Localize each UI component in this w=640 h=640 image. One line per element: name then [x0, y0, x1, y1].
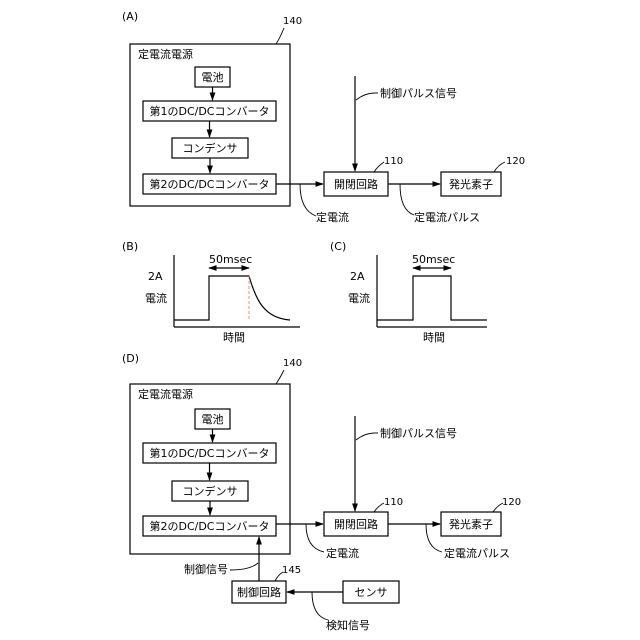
- control-signal-label: 制御信号: [184, 562, 228, 576]
- ref-120-d: 120: [502, 497, 521, 508]
- detect-signal-leader: [312, 592, 328, 620]
- dcdc2-label: 第2のDC/DCコンバータ: [149, 177, 269, 191]
- ref-140-leader: [276, 28, 284, 44]
- panel-label-c: (C): [330, 240, 346, 253]
- constant-current-label-d: 定電流: [326, 546, 359, 560]
- switch-label-d: 開閉回路: [334, 518, 378, 531]
- ref-110-d: 110: [384, 497, 403, 508]
- ref-145: 145: [282, 565, 301, 576]
- sensor-label: センサ: [355, 586, 388, 599]
- panel-label-a: (A): [122, 10, 138, 23]
- switch-label: 開閉回路: [334, 178, 378, 191]
- b-xlabel: 時間: [223, 331, 245, 344]
- pulse-current-leader-d: [426, 524, 442, 552]
- b-duration-label: 50msec: [209, 253, 252, 266]
- ref-110: 110: [384, 156, 403, 167]
- ref-110-leader: [374, 162, 384, 172]
- battery-label-d: 電池: [202, 413, 224, 426]
- b-ylabel: 電流: [145, 291, 167, 305]
- panel-label-b: (B): [122, 240, 138, 253]
- battery-label: 電池: [202, 71, 224, 84]
- constant-current-label: 定電流: [316, 210, 349, 224]
- power-supply-label-d: 定電流電源: [138, 387, 193, 401]
- pulse-current-leader: [400, 184, 414, 215]
- panel-b: (B) 2A 電流 時間 50msec: [122, 240, 300, 344]
- c-ylabel: 電流: [348, 291, 370, 305]
- ref-110-leader-d: [374, 503, 384, 512]
- b-ytick-2a: 2A: [148, 270, 163, 283]
- pulse-signal-label: 制御パルス信号: [380, 86, 457, 100]
- ref-140: 140: [283, 16, 302, 27]
- pulse-signal-label-d: 制御パルス信号: [380, 426, 457, 440]
- dcdc1-label-d: 第1のDC/DCコンバータ: [149, 446, 269, 460]
- emitter-label: 発光素子: [449, 177, 493, 191]
- ref-120-leader: [494, 162, 505, 172]
- panel-a: (A) 定電流電源 140 電池 第1のDC/DCコンバータ コンデンサ 第2の…: [122, 10, 525, 224]
- capacitor-label: コンデンサ: [183, 141, 238, 155]
- pulse-current-label: 定電流パルス: [414, 210, 480, 224]
- c-ytick-2a: 2A: [350, 270, 365, 283]
- c-current-trace: [377, 276, 487, 320]
- panel-label-d: (D): [122, 352, 139, 365]
- emitter-label-d: 発光素子: [449, 517, 493, 531]
- ref-140-d: 140: [283, 358, 302, 369]
- control-circuit-label: 制御回路: [237, 585, 281, 599]
- power-supply-label: 定電流電源: [138, 47, 193, 61]
- detect-signal-label: 検知信号: [326, 618, 370, 632]
- b-current-trace: [174, 276, 290, 320]
- c-duration-label: 50msec: [412, 253, 455, 266]
- dcdc1-label: 第1のDC/DCコンバータ: [149, 104, 269, 118]
- dcdc2-label-d: 第2のDC/DCコンバータ: [149, 519, 269, 533]
- constant-current-leader-d: [306, 524, 324, 552]
- pulse-signal-leader-d: [356, 433, 378, 440]
- pulse-current-label-d: 定電流パルス: [444, 546, 510, 560]
- c-xlabel: 時間: [423, 331, 445, 344]
- ref-120: 120: [506, 156, 525, 167]
- control-signal-leader: [230, 563, 258, 570]
- pulse-signal-leader: [356, 93, 378, 100]
- capacitor-label-d: コンデンサ: [183, 484, 238, 498]
- constant-current-leader: [300, 184, 316, 216]
- panel-d: (D) 定電流電源 140 電池 第1のDC/DCコンバータ コンデンサ 第2の…: [122, 352, 521, 632]
- panel-c: (C) 2A 電流 時間 50msec: [330, 240, 487, 344]
- ref-140-leader-d: [276, 370, 284, 384]
